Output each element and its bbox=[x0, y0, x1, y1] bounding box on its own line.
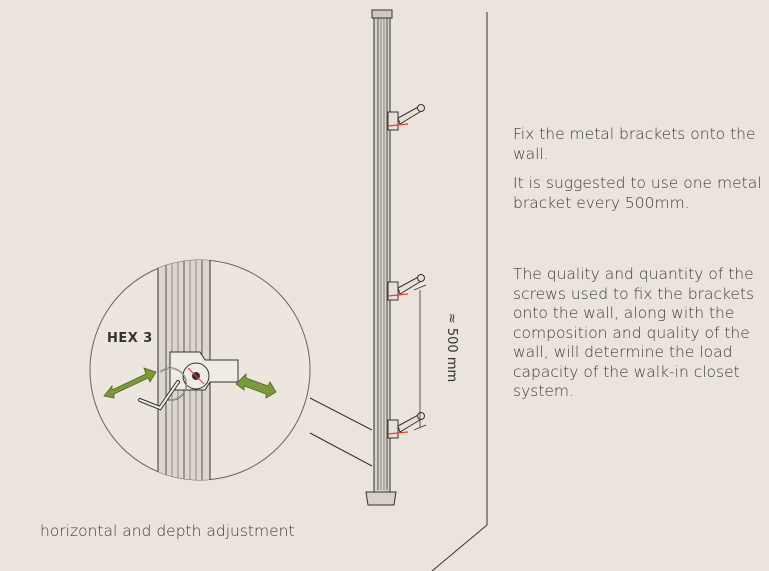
detail-view bbox=[89, 259, 311, 481]
instruction-text-fix: Fix the metal brackets onto the wall. bbox=[513, 125, 756, 163]
dimension-line bbox=[413, 284, 427, 431]
wall-bracket-bottom bbox=[387, 412, 425, 439]
adjustment-arrows bbox=[103, 367, 277, 399]
upright-profile bbox=[365, 9, 397, 506]
instruction-text-spacing: It is suggested to use one metal bracket… bbox=[513, 174, 762, 212]
hex-key-label: HEX 3 bbox=[107, 331, 153, 346]
instruction-text-load: The quality and quantity of the screws u… bbox=[513, 265, 755, 400]
detail-caption: horizontal and depth adjustment bbox=[40, 522, 295, 540]
wall-bracket-top bbox=[387, 104, 425, 131]
wall-outline bbox=[309, 12, 488, 571]
wall-bracket-middle bbox=[387, 274, 425, 301]
bracket-spacing-label: ≈ 500 mm bbox=[444, 312, 460, 383]
